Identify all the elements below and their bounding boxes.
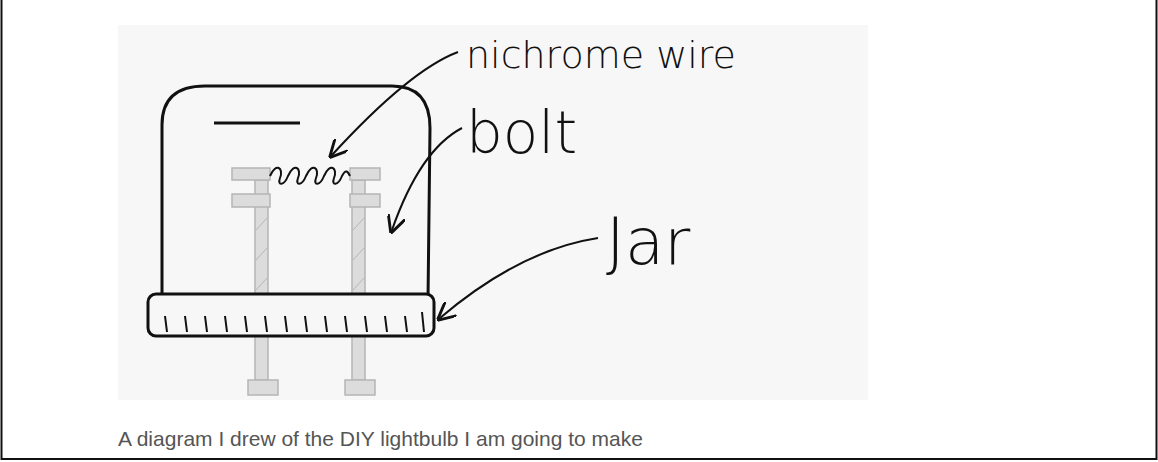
part-label: bolt xyxy=(466,104,577,162)
band-hatch xyxy=(165,312,424,332)
bolt-thread xyxy=(256,218,364,290)
figure-caption: A diagram I drew of the DIY lightbulb I … xyxy=(118,428,643,449)
sketch-panel xyxy=(118,25,868,400)
part-label: nichrome wire xyxy=(466,36,736,74)
leader-line xyxy=(332,52,458,155)
bolt-symbol xyxy=(232,168,380,395)
part-label: Jar xyxy=(606,210,690,274)
jar-highlight xyxy=(214,122,300,125)
jar-outline xyxy=(162,86,430,300)
leader-line xyxy=(440,238,598,318)
nichrome-coil xyxy=(270,168,350,184)
jar-lid-band xyxy=(148,294,434,336)
leader-line xyxy=(392,128,462,230)
